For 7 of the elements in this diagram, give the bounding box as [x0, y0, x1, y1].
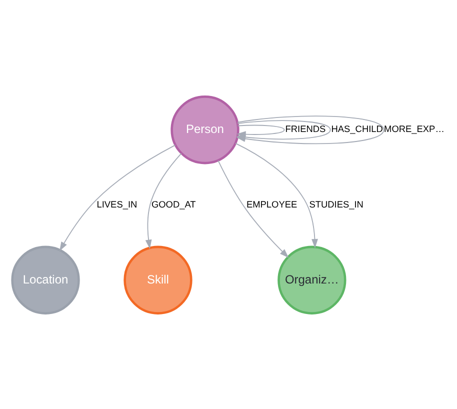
edge-label: LIVES_IN	[96, 198, 138, 209]
edge-label: MORE_EXP…	[384, 124, 444, 134]
edge-label: FRIENDS	[285, 124, 326, 134]
edge-label: STUDIES_IN	[309, 198, 364, 209]
edge-label: GOOD_AT	[151, 198, 196, 209]
edge-label: EMPLOYEE	[246, 198, 298, 209]
edge-label: HAS_CHILD	[331, 124, 383, 134]
